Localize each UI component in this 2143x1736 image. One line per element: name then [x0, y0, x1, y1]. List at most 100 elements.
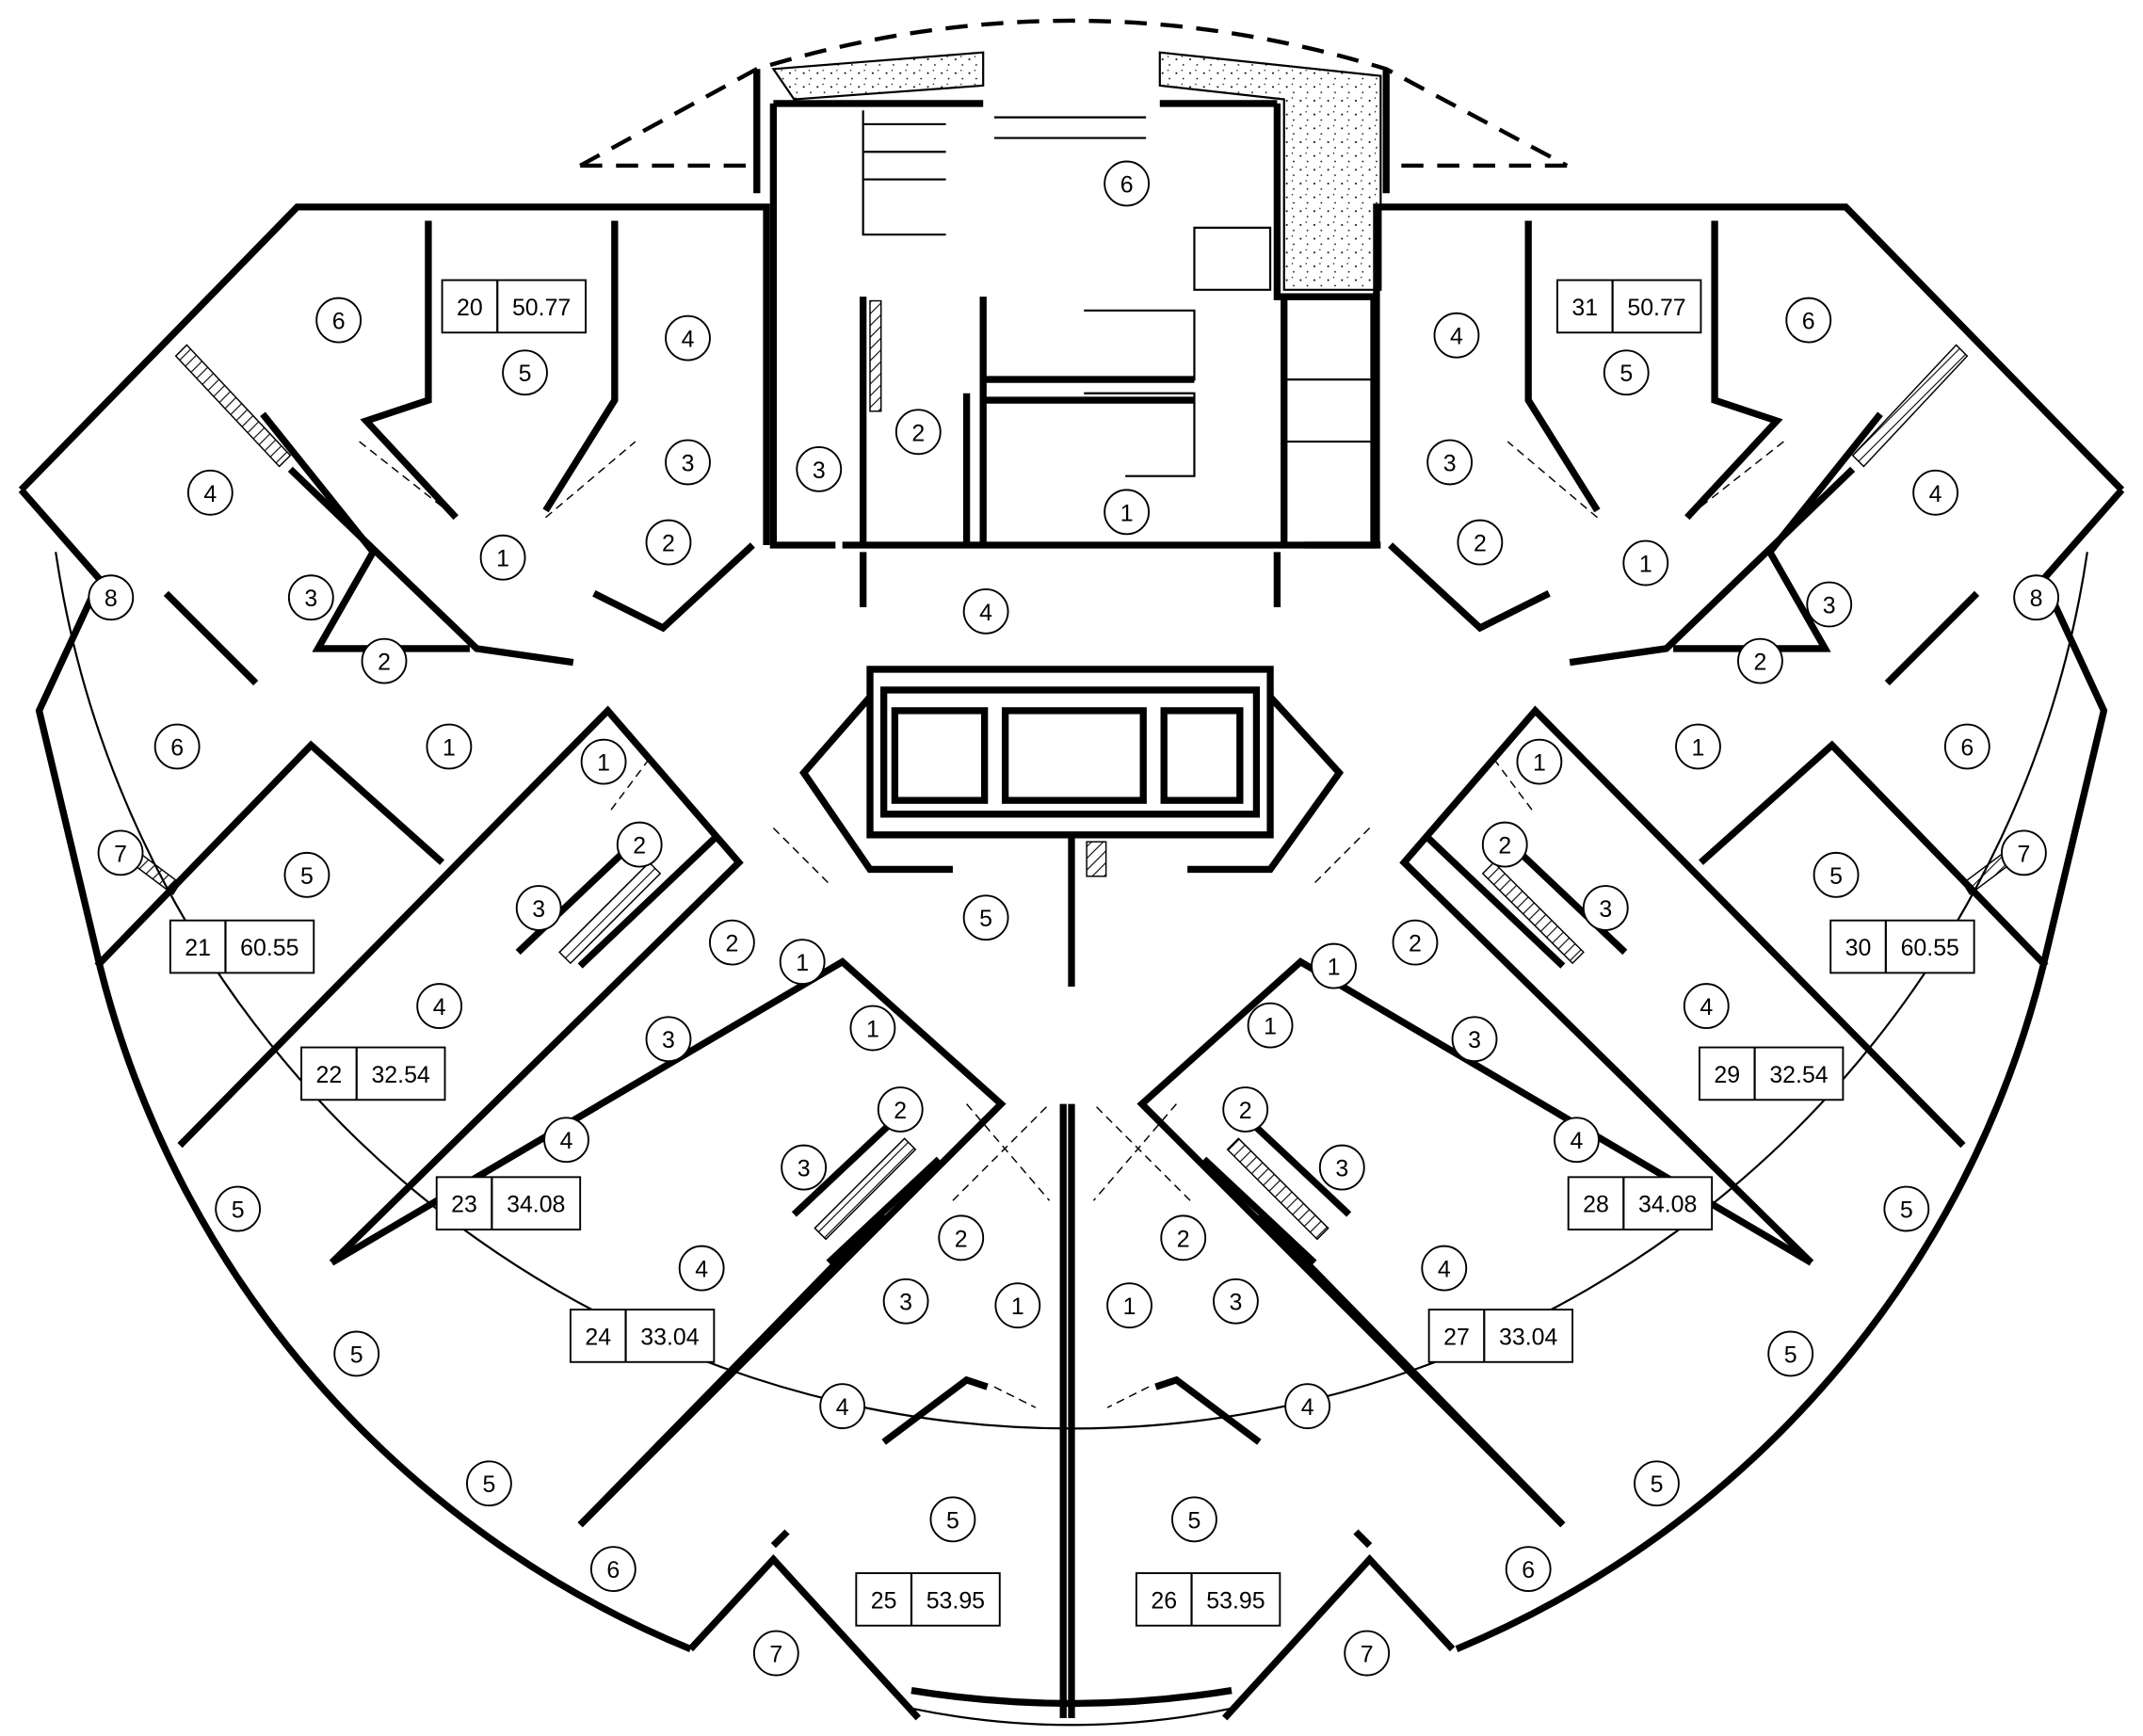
- apartment-area: 53.95: [1206, 1587, 1265, 1614]
- room-marker: 4: [1554, 1117, 1600, 1164]
- partition-wall: [163, 590, 259, 686]
- elevator-shaft: [1160, 707, 1244, 804]
- room-circle: [779, 939, 826, 986]
- apartment-label-box: [1427, 1309, 1574, 1363]
- apartment-label-box: [1829, 919, 1975, 974]
- room-number: 1: [597, 750, 610, 777]
- room-marker: 3: [882, 1278, 929, 1325]
- room-number: 3: [899, 1290, 912, 1316]
- room-circle: [426, 723, 473, 770]
- room-number: 3: [798, 1156, 811, 1182]
- room-marker: 8: [88, 574, 135, 621]
- room-marker: 2: [1160, 1214, 1207, 1262]
- door-swing: [359, 441, 457, 519]
- apartment-area: 32.54: [371, 1062, 429, 1088]
- room-number: 5: [1784, 1342, 1797, 1368]
- apartment-label-box: [441, 279, 587, 334]
- door-swing: [1507, 441, 1598, 519]
- room-circle: [709, 919, 755, 966]
- room-number: 4: [979, 600, 992, 626]
- room-number: 6: [1802, 309, 1815, 335]
- room-marker: 2: [645, 519, 692, 566]
- insulation-strip: [1851, 344, 1969, 468]
- planter-right: [1158, 51, 1382, 291]
- room-number: 2: [911, 420, 925, 446]
- room-number: 1: [1533, 750, 1546, 777]
- room-marker: 1: [849, 1005, 896, 1052]
- room-circle: [849, 1005, 896, 1052]
- partition-wall: [1388, 542, 1551, 633]
- apartment-area: 32.54: [1769, 1062, 1828, 1088]
- room-marker: 5: [1883, 1185, 1930, 1232]
- room-circle: [283, 851, 330, 898]
- room-circle: [1318, 1144, 1365, 1191]
- room-marker: 2: [361, 637, 408, 684]
- room-marker: 3: [796, 445, 843, 492]
- room-circle: [1421, 1245, 1468, 1292]
- partition-wall: [1201, 1156, 1317, 1265]
- room-marker: 4: [819, 1383, 866, 1430]
- room-marker: 2: [709, 919, 755, 966]
- room-marker: 1: [580, 738, 627, 785]
- door-swing: [966, 1103, 1051, 1201]
- apartment-area: 60.55: [1901, 935, 1959, 961]
- room-number: 3: [813, 458, 826, 484]
- room-circle: [877, 1086, 924, 1133]
- room-number: 4: [1301, 1394, 1314, 1421]
- apartment-number: 21: [185, 935, 211, 961]
- room-circle: [502, 349, 548, 396]
- apartment-number: 27: [1443, 1324, 1470, 1350]
- apartment-area: 33.04: [640, 1324, 699, 1350]
- room-circle: [665, 314, 711, 362]
- room-marker: 2: [894, 409, 942, 456]
- room-circle: [416, 983, 463, 1029]
- room-number: 4: [695, 1257, 708, 1283]
- room-number: 1: [866, 1017, 879, 1043]
- room-marker: 4: [1433, 312, 1480, 359]
- apartment-number: 20: [457, 295, 483, 321]
- room-number: 5: [1651, 1471, 1664, 1498]
- room-circle: [938, 1214, 985, 1262]
- room-number: 6: [1960, 734, 1974, 761]
- room-circle: [287, 574, 334, 621]
- room-circle: [929, 1496, 976, 1543]
- insulation-strip: [174, 344, 292, 468]
- room-number: 6: [606, 1557, 620, 1583]
- room-circle: [1247, 1002, 1294, 1049]
- door-swing: [1092, 1103, 1191, 1201]
- room-marker: 4: [665, 314, 711, 362]
- room-circle: [1451, 1016, 1498, 1063]
- room-number: 2: [1409, 931, 1422, 957]
- room-marker: 4: [1683, 983, 1730, 1029]
- room-number: 2: [662, 531, 675, 557]
- room-number: 5: [519, 361, 532, 387]
- room-marker: 2: [938, 1214, 985, 1262]
- room-circle: [1516, 738, 1563, 785]
- room-marker: 5: [333, 1330, 380, 1377]
- room-circle: [645, 1016, 692, 1063]
- room-circle: [1582, 885, 1629, 931]
- door-swing: [1686, 441, 1784, 519]
- room-number: 7: [1361, 1642, 1374, 1668]
- partition-wall: [18, 203, 770, 545]
- room-number: 2: [378, 650, 391, 676]
- room-number: 2: [1474, 531, 1487, 557]
- room-circle: [1683, 983, 1730, 1029]
- room-number: 3: [1335, 1156, 1348, 1182]
- room-number: 4: [433, 994, 446, 1021]
- door-swing: [1313, 827, 1371, 884]
- room-circle: [1284, 1383, 1331, 1430]
- room-number: 3: [532, 896, 545, 923]
- room-circle: [186, 469, 234, 516]
- room-circle: [1106, 1282, 1152, 1329]
- partition-wall: [826, 1156, 942, 1265]
- room-number: 4: [682, 327, 695, 353]
